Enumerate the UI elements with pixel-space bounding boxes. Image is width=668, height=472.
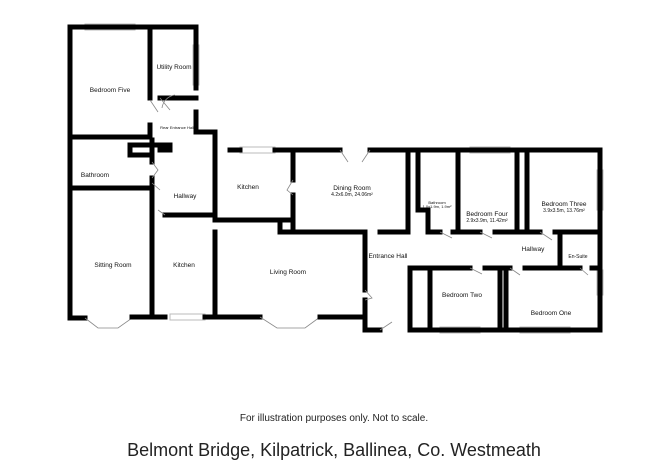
disclaimer-note: For illustration purposes only. Not to s… [239, 413, 429, 424]
room-bedroom-three-size: 3.9x3.5m, 13.76m² [543, 208, 585, 214]
room-utility-room: Utility Room [156, 64, 191, 71]
room-dining-room-size: 4.2x6.0m, 24.06m² [331, 192, 373, 198]
room-kitchen-lower: Kitchen [173, 262, 195, 269]
room-en-suite: En-Suite [568, 254, 587, 260]
room-dining-room: Dining Room [333, 185, 371, 192]
room-bathroom-right: Bathroom [428, 200, 446, 205]
room-bedroom-four: Bedroom Four [466, 211, 508, 218]
walls [67, 24, 603, 333]
room-bedroom-three: Bedroom Three [541, 201, 586, 208]
room-living-room: Living Room [270, 269, 306, 276]
room-sitting-room: Sitting Room [94, 262, 131, 269]
room-bathroom-left: Bathroom [81, 172, 109, 179]
room-bathroom-right-size: 1.0x1.9m, 1.9m² [423, 204, 453, 209]
room-kitchen-upper: Kitchen [237, 184, 259, 191]
room-bedroom-two: Bedroom Two [442, 292, 482, 299]
room-hallway-right: Hallway [522, 246, 546, 253]
room-bedroom-five: Bedroom Five [90, 87, 131, 94]
room-bedroom-four-size: 2.9x3.9m, 11.42m² [466, 218, 508, 224]
room-rear-entrance-hall: Rear Entrance Hall [160, 125, 194, 130]
property-address: Belmont Bridge, Kilpatrick, Ballinea, Co… [127, 440, 541, 460]
room-hallway-left: Hallway [174, 193, 198, 200]
room-entrance-hall: Entrance Hall [368, 253, 408, 260]
room-bedroom-one: Bedroom One [531, 310, 572, 317]
room-labels: Bedroom Five Utility Room Rear Entrance … [81, 64, 588, 317]
door-swings [149, 94, 589, 331]
